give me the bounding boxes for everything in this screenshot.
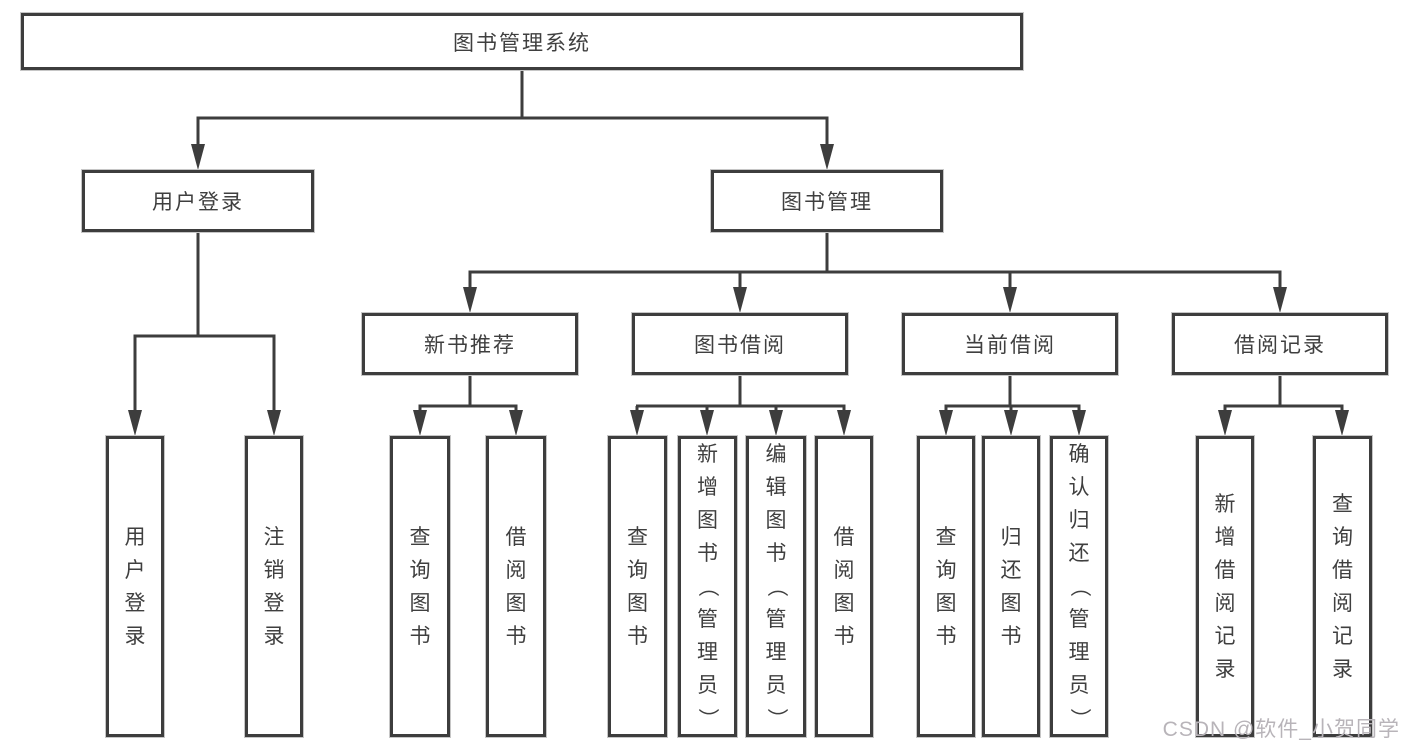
leaf-label: 借阅图书 — [505, 525, 527, 648]
arrowhead-down-icon — [128, 410, 142, 436]
node-label: 图书借阅 — [694, 334, 786, 357]
arrowhead-down-icon — [1335, 410, 1349, 436]
leaf-label: 借阅图书 — [833, 525, 855, 648]
connector-borrow-to-leaves — [630, 375, 851, 436]
leaf-label: 查询借阅记录 — [1332, 492, 1353, 681]
leaf-confirm-return-admin: 确认归还（管理员） — [1050, 436, 1108, 737]
arrowhead-down-icon — [1072, 410, 1086, 436]
leaf-add-borrow-record: 新增借阅记录 — [1196, 436, 1254, 737]
arrowhead-down-icon — [1273, 287, 1287, 313]
connector-newbooks-to-leaves — [413, 375, 523, 436]
leaf-label: 确认归还（管理员） — [1067, 443, 1091, 729]
node-new-book-recommend: 新书推荐 — [362, 313, 578, 375]
leaf-label: 注销登录 — [263, 525, 285, 648]
node-book-borrow: 图书借阅 — [632, 313, 848, 375]
node-label: 当前借阅 — [964, 334, 1056, 357]
node-current-borrow: 当前借阅 — [902, 313, 1118, 375]
csdn-watermark: CSDN @软件_小贺同学 — [1162, 718, 1400, 741]
leaf-label: 新增借阅记录 — [1214, 492, 1236, 681]
arrowhead-down-icon — [820, 144, 834, 170]
node-label: 图书管理 — [781, 191, 873, 214]
leaf-query-borrow-record: 查询借阅记录 — [1313, 436, 1372, 737]
node-label: 新书推荐 — [424, 334, 516, 357]
arrowhead-down-icon — [413, 410, 427, 436]
arrowhead-down-icon — [630, 410, 644, 436]
arrowhead-down-icon — [1004, 410, 1018, 436]
arrowhead-down-icon — [769, 410, 783, 436]
leaf-logout: 注销登录 — [245, 436, 303, 737]
leaf-label: 编辑图书（管理员） — [764, 443, 788, 729]
leaf-query-books-1: 查询图书 — [390, 436, 450, 737]
leaf-edit-books-admin: 编辑图书（管理员） — [746, 436, 806, 737]
connector-current-to-leaves — [939, 375, 1086, 436]
node-label: 图书管理系统 — [453, 31, 591, 55]
node-label: 用户登录 — [152, 191, 244, 214]
arrowhead-down-icon — [939, 410, 953, 436]
connector-records-to-leaves — [1218, 375, 1349, 436]
arrowhead-down-icon — [1218, 410, 1232, 436]
connector-root-to-level2 — [191, 70, 834, 170]
leaf-add-books-admin: 新增图书（管理员） — [678, 436, 737, 737]
leaf-borrow-books-2: 借阅图书 — [815, 436, 873, 737]
leaf-label: 查询图书 — [409, 525, 431, 648]
arrowhead-down-icon — [267, 410, 281, 436]
connector-login-to-leaves — [128, 232, 281, 436]
leaf-label: 新增图书（管理员） — [696, 443, 719, 729]
leaf-label: 归还图书 — [1000, 525, 1022, 648]
connector-mgmt-to-level3 — [463, 232, 1287, 313]
leaf-user-login: 用户登录 — [106, 436, 164, 737]
arrowhead-down-icon — [191, 144, 205, 170]
leaf-label: 查询图书 — [935, 525, 957, 648]
leaf-label: 查询图书 — [627, 525, 648, 648]
node-borrow-records: 借阅记录 — [1172, 313, 1388, 375]
arrowhead-down-icon — [837, 410, 851, 436]
leaf-borrow-books-1: 借阅图书 — [486, 436, 546, 737]
node-user-login: 用户登录 — [82, 170, 314, 232]
arrowhead-down-icon — [463, 287, 477, 313]
arrowhead-down-icon — [733, 287, 747, 313]
arrowhead-down-icon — [1003, 287, 1017, 313]
arrowhead-down-icon — [700, 410, 714, 436]
leaf-return-books: 归还图书 — [982, 436, 1040, 737]
node-label: 借阅记录 — [1234, 334, 1326, 357]
node-book-management: 图书管理 — [711, 170, 943, 232]
node-library-system: 图书管理系统 — [21, 13, 1023, 70]
leaf-query-books-2: 查询图书 — [608, 436, 667, 737]
arrowhead-down-icon — [509, 410, 523, 436]
leaf-query-books-3: 查询图书 — [917, 436, 975, 737]
leaf-label: 用户登录 — [124, 525, 146, 648]
